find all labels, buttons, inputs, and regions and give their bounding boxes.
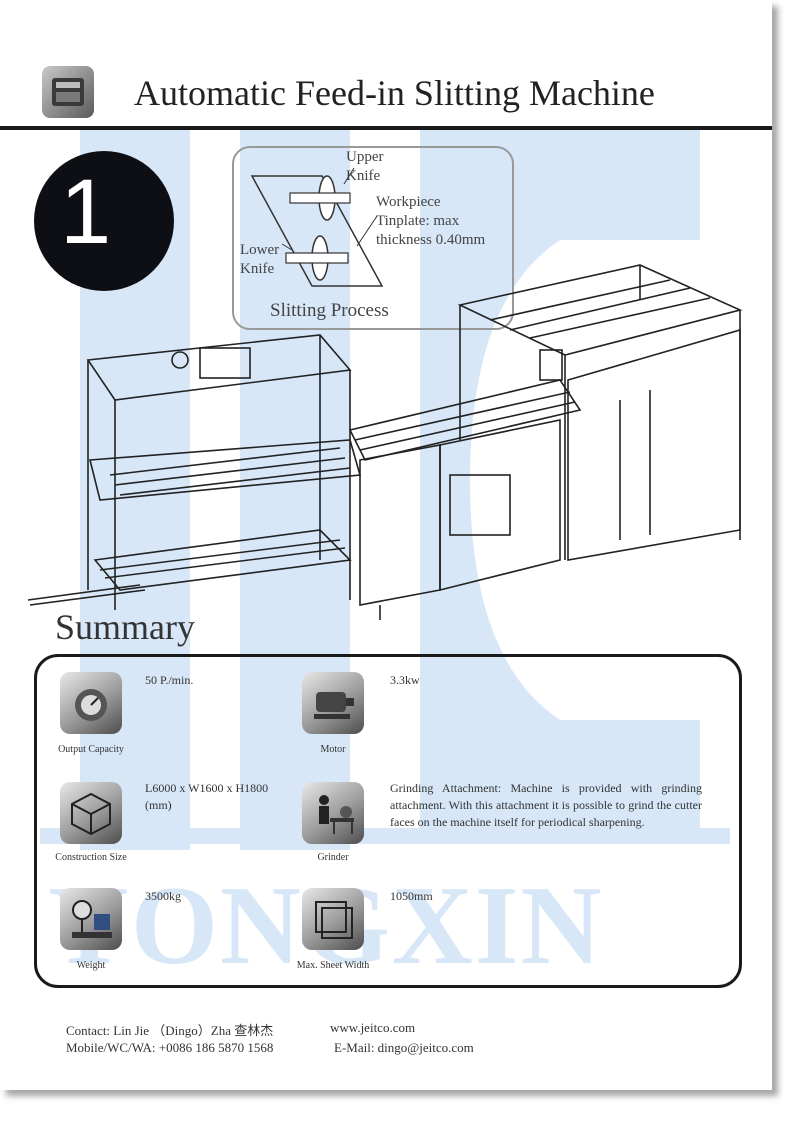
page-title: Automatic Feed-in Slitting Machine	[134, 73, 655, 113]
slitting-machine-illustration	[27, 264, 743, 620]
summary-specs-box	[34, 654, 742, 988]
contact-line-1: Contact: Lin Jie （Dingo）Zha 查林杰 www.jeit…	[66, 1020, 415, 1039]
contact-name: Contact: Lin Jie （Dingo）Zha 查林杰	[66, 1023, 274, 1038]
motor-icon	[302, 672, 364, 734]
inset-caption: Slitting Process	[270, 300, 389, 321]
contact-phone: Mobile/WC/WA: +0086 186 5870 1568	[66, 1040, 274, 1055]
sheet-icon	[302, 888, 364, 950]
scale-icon	[60, 888, 122, 950]
cube-icon	[60, 782, 122, 844]
grinder-value: Grinding Attachment: Machine is provided…	[390, 781, 702, 829]
speedometer-icon	[60, 672, 122, 734]
motor-label: Motor	[320, 744, 346, 755]
machine-thumbnail-icon	[42, 66, 94, 118]
construction-size-value: L6000 x W1600 x H1800 (mm)	[145, 781, 269, 812]
email-link[interactable]: E-Mail: dingo@jeitco.com	[334, 1040, 474, 1055]
brochure-page: YONGXIN Automatic Feed-in Slitting Machi…	[0, 66, 772, 1056]
header-divider	[0, 126, 772, 130]
section-number: 1	[60, 161, 112, 263]
website-link[interactable]: www.jeitco.com	[330, 1020, 416, 1035]
max-sheet-width-value: 1050mm	[390, 889, 433, 903]
contact-line-2: Mobile/WC/WA: +0086 186 5870 1568 E-Mail…	[66, 1040, 474, 1056]
section-number-badge	[34, 151, 174, 291]
slitting-process-drawing	[250, 167, 384, 287]
output-capacity-label: Output Capacity	[58, 744, 124, 755]
slitting-process-inset	[232, 146, 514, 330]
grinder-icon	[302, 782, 364, 844]
construction-size-label: Construction Size	[55, 852, 127, 863]
max-sheet-width-label: Max. Sheet Width	[296, 960, 370, 971]
weight-value: 3500kg	[145, 889, 181, 903]
weight-label: Weight	[76, 960, 106, 971]
motor-value: 3.3kw	[390, 673, 420, 687]
output-capacity-value: 50 P./min.	[145, 673, 194, 687]
grinder-label: Grinder	[317, 852, 349, 863]
summary-heading: Summary	[55, 607, 195, 647]
